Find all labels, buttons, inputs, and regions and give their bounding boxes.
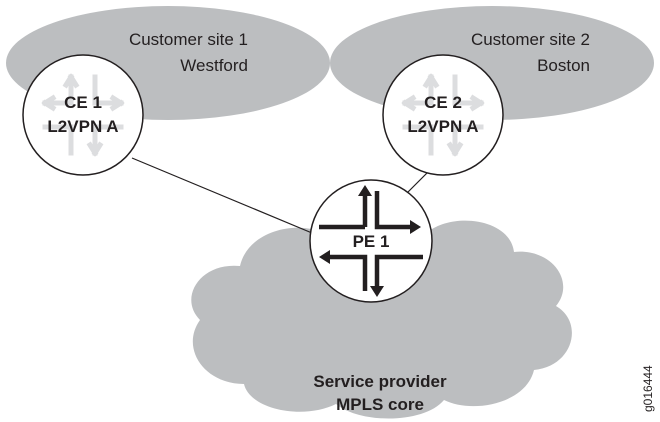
core-label-line2: MPLS core (336, 395, 424, 414)
mpls-core-cloud: Service provider MPLS core (191, 212, 572, 419)
core-label-line1: Service provider (313, 372, 447, 391)
figure-id: g016444 (641, 365, 655, 412)
pe1-label: PE 1 (353, 232, 390, 251)
ce1-vpn: L2VPN A (47, 117, 118, 136)
link-ce1-pe1 (131, 157, 313, 234)
site-1-name: Customer site 1 (129, 30, 248, 49)
site-1-location: Westford (180, 56, 248, 75)
router-ce2: CE 2 L2VPN A (382, 54, 504, 176)
ce2-vpn: L2VPN A (407, 117, 478, 136)
ce2-label: CE 2 (424, 93, 462, 112)
site-2-name: Customer site 2 (471, 30, 590, 49)
router-arrows-icon (319, 185, 423, 297)
site-2-location: Boston (537, 56, 590, 75)
router-ce1: CE 1 L2VPN A (22, 54, 144, 176)
router-pe1: PE 1 (309, 179, 433, 303)
ce1-label: CE 1 (64, 93, 102, 112)
